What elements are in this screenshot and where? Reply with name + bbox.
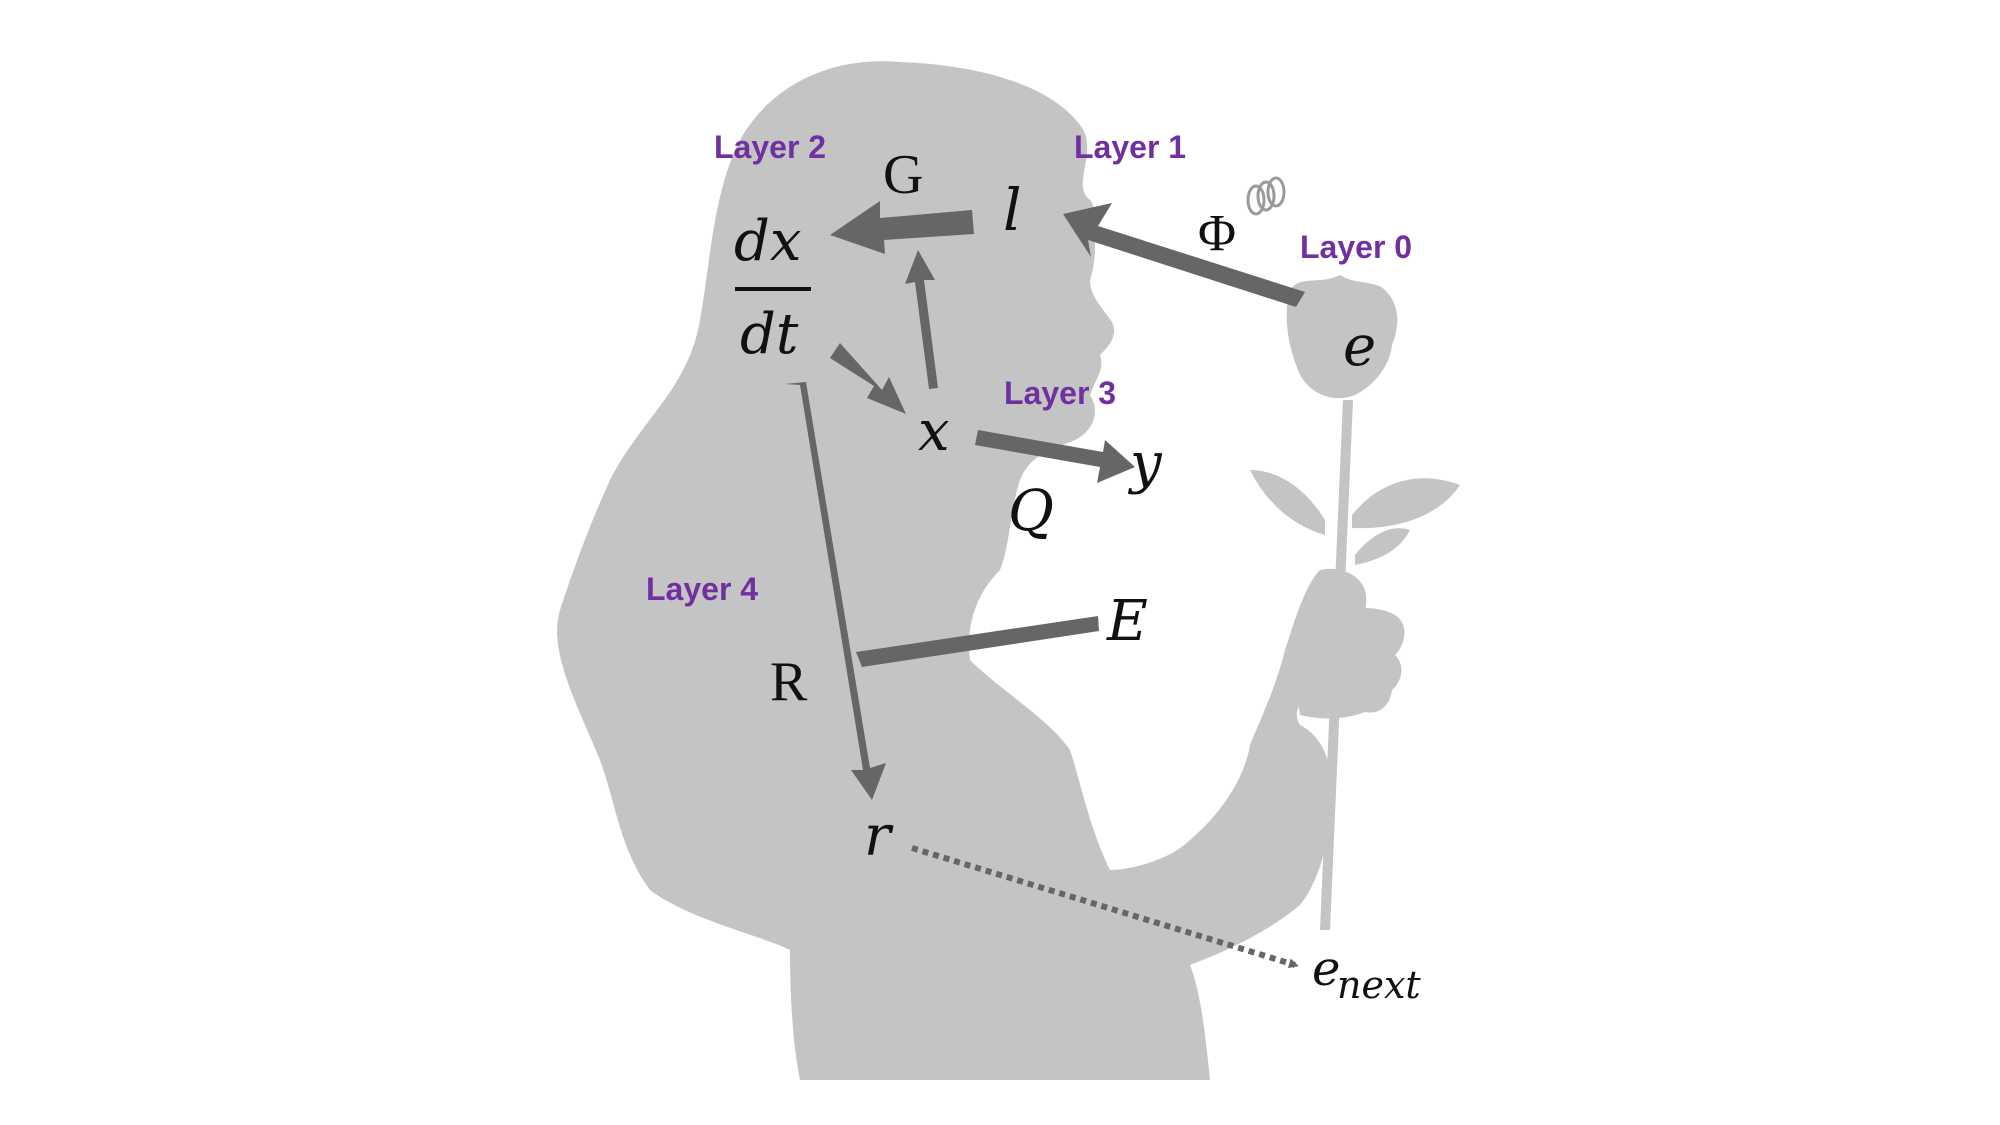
- arrow-e-to-l: [1063, 203, 1305, 307]
- symbol-R: R: [770, 651, 808, 713]
- rose-leaf-lower: [1355, 528, 1410, 565]
- label-layer-3: Layer 3: [1004, 375, 1116, 411]
- symbol-e-next-subscript: next: [1337, 963, 1421, 1007]
- label-layer-2: Layer 2: [714, 129, 826, 165]
- rose-leaf-right: [1352, 478, 1460, 529]
- symbol-x: x: [918, 399, 950, 464]
- symbol-y: y: [1127, 431, 1163, 496]
- symbol-G: G: [883, 144, 923, 206]
- spiral-icon: [1246, 176, 1286, 216]
- label-layer-0: Layer 0: [1300, 229, 1412, 265]
- rose-leaf-left: [1250, 470, 1325, 535]
- fraction-denominator: dt: [740, 302, 799, 367]
- silhouette-body: [557, 61, 1367, 1080]
- fraction-dxdt: dx dt: [734, 209, 811, 367]
- symbol-e: e: [1343, 314, 1376, 379]
- arrow-x-to-y: [975, 430, 1135, 483]
- rose-icon: [1250, 275, 1460, 930]
- rose-stem: [1320, 400, 1353, 930]
- symbol-e-next-base: e: [1312, 941, 1340, 997]
- arrow-dxdt-to-r: [785, 382, 886, 800]
- arrow-dxdt-to-x: [830, 343, 906, 414]
- symbol-l: l: [1003, 176, 1022, 244]
- silhouette-hand: [1290, 608, 1405, 719]
- connector-E: [856, 616, 1099, 667]
- symbol-r: r: [864, 804, 894, 869]
- symbol-e-next: e next: [1312, 941, 1421, 1007]
- fraction-numerator: dx: [734, 209, 801, 274]
- label-layer-4: Layer 4: [646, 571, 758, 607]
- arrows: [785, 201, 1305, 800]
- silhouette-hair-strands: [560, 470, 640, 720]
- fraction-bar: [735, 287, 811, 291]
- arrow-r-to-enext: [911, 845, 1299, 969]
- symbol-phi: Φ: [1198, 205, 1236, 262]
- symbol-Q: Q: [1008, 479, 1054, 544]
- arrow-l-to-dxdt: [830, 201, 974, 254]
- symbol-E: E: [1106, 589, 1148, 654]
- woman-silhouette: [557, 61, 1405, 1080]
- rose-bloom: [1286, 275, 1398, 399]
- label-layer-1: Layer 1: [1074, 129, 1186, 165]
- arrow-x-to-l: [905, 250, 938, 389]
